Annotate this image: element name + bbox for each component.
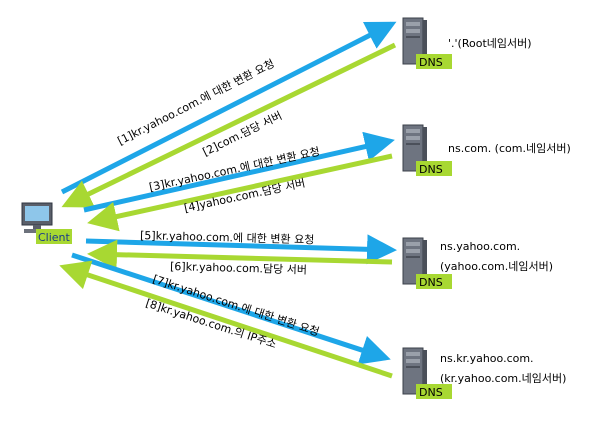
step-label: [6]kr.yahoo.com.담당 서버 <box>170 260 307 277</box>
response-arrow <box>61 42 397 208</box>
server-tower-icon <box>402 237 427 285</box>
response-arrow <box>87 239 393 270</box>
server-name: ns.kr.yahoo.com. <box>440 352 534 365</box>
dns-tag: DNS <box>419 386 443 399</box>
dns-tag-bg <box>416 274 452 289</box>
dns-tag-bg <box>416 384 452 399</box>
request-arrow <box>60 21 397 195</box>
server-name-sub: (yahoo.com.네임서버) <box>440 260 553 273</box>
server-name: ns.yahoo.com. <box>440 240 520 253</box>
server-name: ns.com. (com.네임서버) <box>448 142 571 155</box>
server-tower-icon <box>402 347 427 395</box>
server-name: '.'(Root네임서버) <box>448 37 532 50</box>
request-arrow <box>83 131 395 213</box>
computer-icon <box>21 202 53 233</box>
dns-tag-bg <box>416 54 452 69</box>
step-label: [8]kr.yahoo.com.의 IP주소 <box>144 296 278 351</box>
dns-server-node: DNS ns.yahoo.com. (yahoo.com.네임서버) <box>402 237 553 289</box>
dns-server-node: DNS ns.kr.yahoo.com. (kr.yahoo.com.네임서버) <box>402 347 566 399</box>
response-arrow <box>59 260 393 379</box>
server-name-sub: (kr.yahoo.com.네임서버) <box>440 372 566 385</box>
request-arrow <box>71 252 391 365</box>
client-node: Client <box>21 202 72 244</box>
dns-tag: DNS <box>419 276 443 289</box>
dns-tag: DNS <box>419 163 443 176</box>
client-tag: Client <box>38 231 71 244</box>
dns-tag: DNS <box>419 56 443 69</box>
dns-server-node: DNS '.'(Root네임서버) <box>402 17 532 69</box>
dns-tag-bg <box>416 161 452 176</box>
request-arrow <box>85 234 397 265</box>
response-arrow <box>87 153 393 232</box>
server-tower-icon <box>402 17 427 65</box>
dns-server-node: DNS ns.com. (com.네임서버) <box>402 124 571 176</box>
server-tower-icon <box>402 124 427 172</box>
step-label: [5]kr.yahoo.com.에 대한 변환 요청 <box>140 229 315 247</box>
client-tag-bg <box>36 229 72 244</box>
